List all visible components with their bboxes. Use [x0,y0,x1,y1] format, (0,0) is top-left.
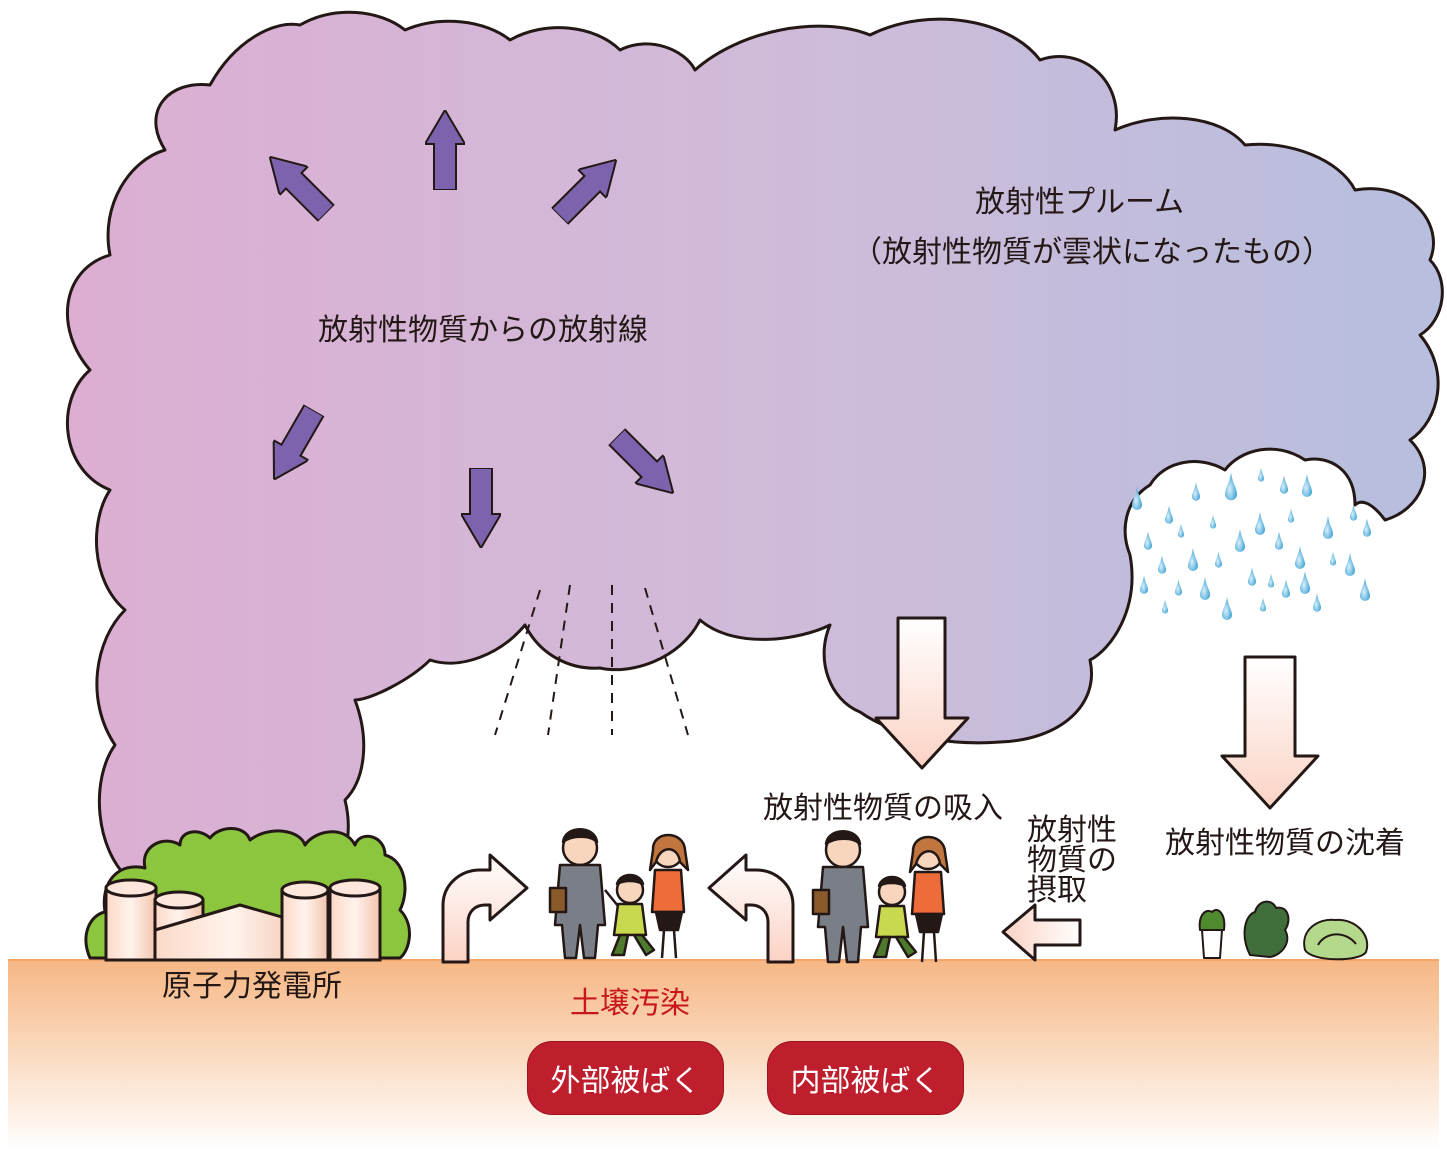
cabbage-icon [1303,918,1369,961]
external-exposure-badge: 外部被ばく [528,1042,723,1114]
radiation-dashed-lines [494,584,689,736]
nuclear-power-plant [84,827,411,962]
deposition-arrow [1220,655,1320,810]
ingestion-label-line2: 物質の [1027,843,1117,878]
vegetables [1198,900,1369,961]
inhalation-arrow [874,616,970,770]
radish-icon [1201,929,1223,959]
plume-note: （放射性物質が雲状になったもの） [852,235,1332,270]
family-group-internal [811,830,950,964]
spinach-icon [1243,900,1290,958]
deposition-label: 放射性物質の沈着 [1165,826,1405,861]
ingestion-label-line1: 放射性 [1027,813,1117,848]
power-plant-label: 原子力発電所 [162,969,342,1004]
soil-contamination-label: 土壌汚染 [570,986,690,1021]
ingestion-arrow [1001,903,1082,962]
ground [8,960,1439,1150]
inhalation-label: 放射性物質の吸入 [763,791,1003,826]
internal-exposure-badge: 内部被ばく [768,1042,963,1114]
external-exposure-curved-arrow [441,853,529,964]
radioactive-plume-cloud [65,10,1444,887]
plume-title: 放射性プルーム [975,185,1185,220]
ingestion-label-line3: 摂取 [1027,873,1087,908]
radiation-label: 放射性物質からの放射線 [318,313,648,348]
family-group-external [548,828,690,960]
internal-exposure-curved-arrow [707,853,795,964]
